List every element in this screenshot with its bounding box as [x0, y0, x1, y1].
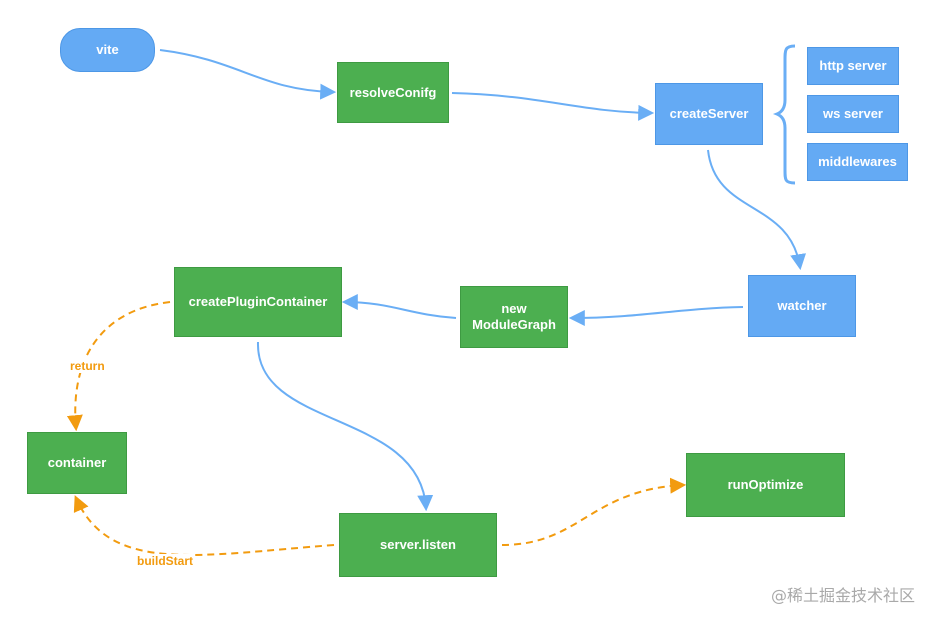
curly-brace: [772, 44, 796, 185]
node-resolve-config: resolveConifg: [337, 62, 449, 123]
edge-watcher-to-modulegraph: [568, 306, 744, 326]
edge-resolveconfig-to-createserver: [451, 92, 655, 121]
node-vite: vite: [60, 28, 155, 72]
node-server-listen: server.listen: [339, 513, 497, 577]
node-new-module-graph: new ModuleGraph: [460, 286, 568, 348]
edge-plugincontainer-return-container: [66, 301, 171, 432]
edge-vite-to-resolveconfig: [159, 49, 337, 100]
edge-label-build-start: buildStart: [136, 554, 194, 568]
edge-createserver-to-watcher: [707, 149, 807, 271]
node-run-optimize: runOptimize: [686, 453, 845, 517]
node-create-plugin-container: createPluginContainer: [174, 267, 342, 337]
edge-serverlisten-buildstart-container: [73, 495, 335, 556]
node-ws-server: ws server: [807, 95, 899, 133]
edge-modulegraph-to-plugincontainer: [341, 294, 457, 319]
edge-label-return: return: [69, 359, 106, 373]
edge-serverlisten-to-runoptimize: [501, 477, 687, 546]
node-middlewares: middlewares: [807, 143, 908, 181]
node-http-server: http server: [807, 47, 899, 85]
watermark: @稀土掘金技术社区: [770, 586, 915, 605]
node-container: container: [27, 432, 127, 494]
node-create-server: createServer: [655, 83, 763, 145]
node-watcher: watcher: [748, 275, 856, 337]
edge-plugincontainer-to-serverlisten: [256, 341, 434, 512]
